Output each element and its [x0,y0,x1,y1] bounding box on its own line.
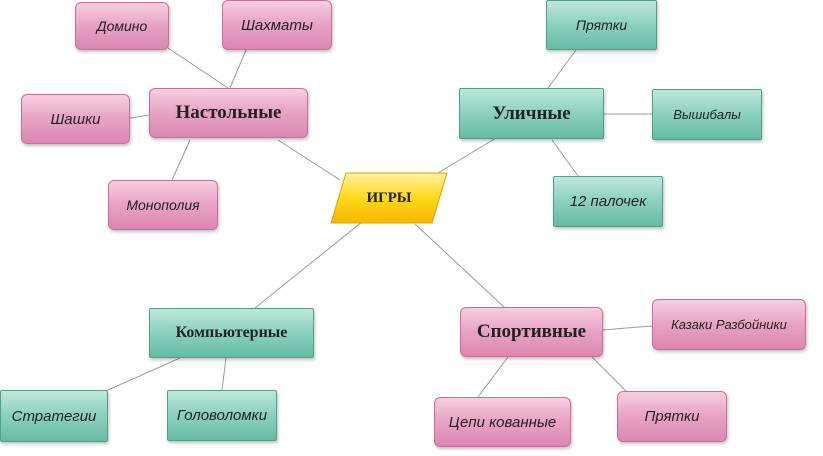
leaf-forged-chains-label: Цепи кованные [448,413,557,431]
leaf-puzzles-label: Головоломки [176,407,268,424]
leaf-domino-label: Домино [96,18,148,34]
leaf-checkers-label: Шашки [50,110,101,128]
connector-computer-strategies [107,357,181,391]
connector-street-hide [547,49,577,89]
leaf-checkers: Шашки [21,94,130,144]
leaf-strategies: Стратегии [0,390,108,442]
leaf-street-hide-label: Прятки [575,17,628,33]
connector-computer-puzzles [221,357,227,391]
center-label: ИГРЫ [366,189,412,206]
connector-center-board [277,139,341,181]
center-parallelogram [330,172,448,224]
connector-center-sport [414,223,506,309]
leaf-sport-hide: Прятки [617,391,727,442]
connector-street-sticks [551,139,579,177]
leaf-cossacks: Казаки Разбойники [652,299,806,350]
leaf-dodgeball-label: Вышибалы [673,107,741,122]
category-board-label: Настольные [175,102,282,123]
category-computer: Компьютерные [149,308,314,358]
leaf-domino: Домино [75,2,169,50]
leaf-chess-label: Шахматы [241,16,313,34]
connector-board-domino [167,47,229,89]
leaf-sport-hide-label: Прятки [644,408,700,425]
leaf-strategies-label: Стратегии [11,407,97,425]
leaf-forged-chains: Цепи кованные [434,397,571,447]
leaf-puzzles: Головоломки [167,390,277,441]
connector-sport-cossacks [601,325,653,331]
leaf-twelve-sticks-label: 12 палочек [569,193,647,210]
connector-center-computer [254,221,363,309]
center-node: ИГРЫ [330,172,448,224]
connector-board-checkers [129,114,151,119]
leaf-chess: Шахматы [222,0,332,50]
category-street: Уличные [459,88,604,139]
category-computer-label: Компьютерные [175,324,288,341]
connector-sport-chains [477,356,509,398]
connector-sport-hide [591,356,629,394]
connector-board-chess [229,49,247,89]
connector-center-street [432,137,497,177]
category-sport: Спортивные [460,307,603,357]
category-street-label: Уличные [492,102,571,124]
leaf-twelve-sticks: 12 палочек [553,176,663,227]
leaf-cossacks-label: Казаки Разбойники [671,317,787,332]
connector-board-monopoly [171,139,191,181]
category-sport-label: Спортивные [476,321,587,342]
category-board: Настольные [149,88,308,138]
leaf-monopoly-label: Монополия [126,197,200,213]
leaf-monopoly: Монополия [108,180,218,230]
leaf-street-hide: Прятки [546,0,657,50]
leaf-dodgeball: Вышибалы [652,89,762,140]
